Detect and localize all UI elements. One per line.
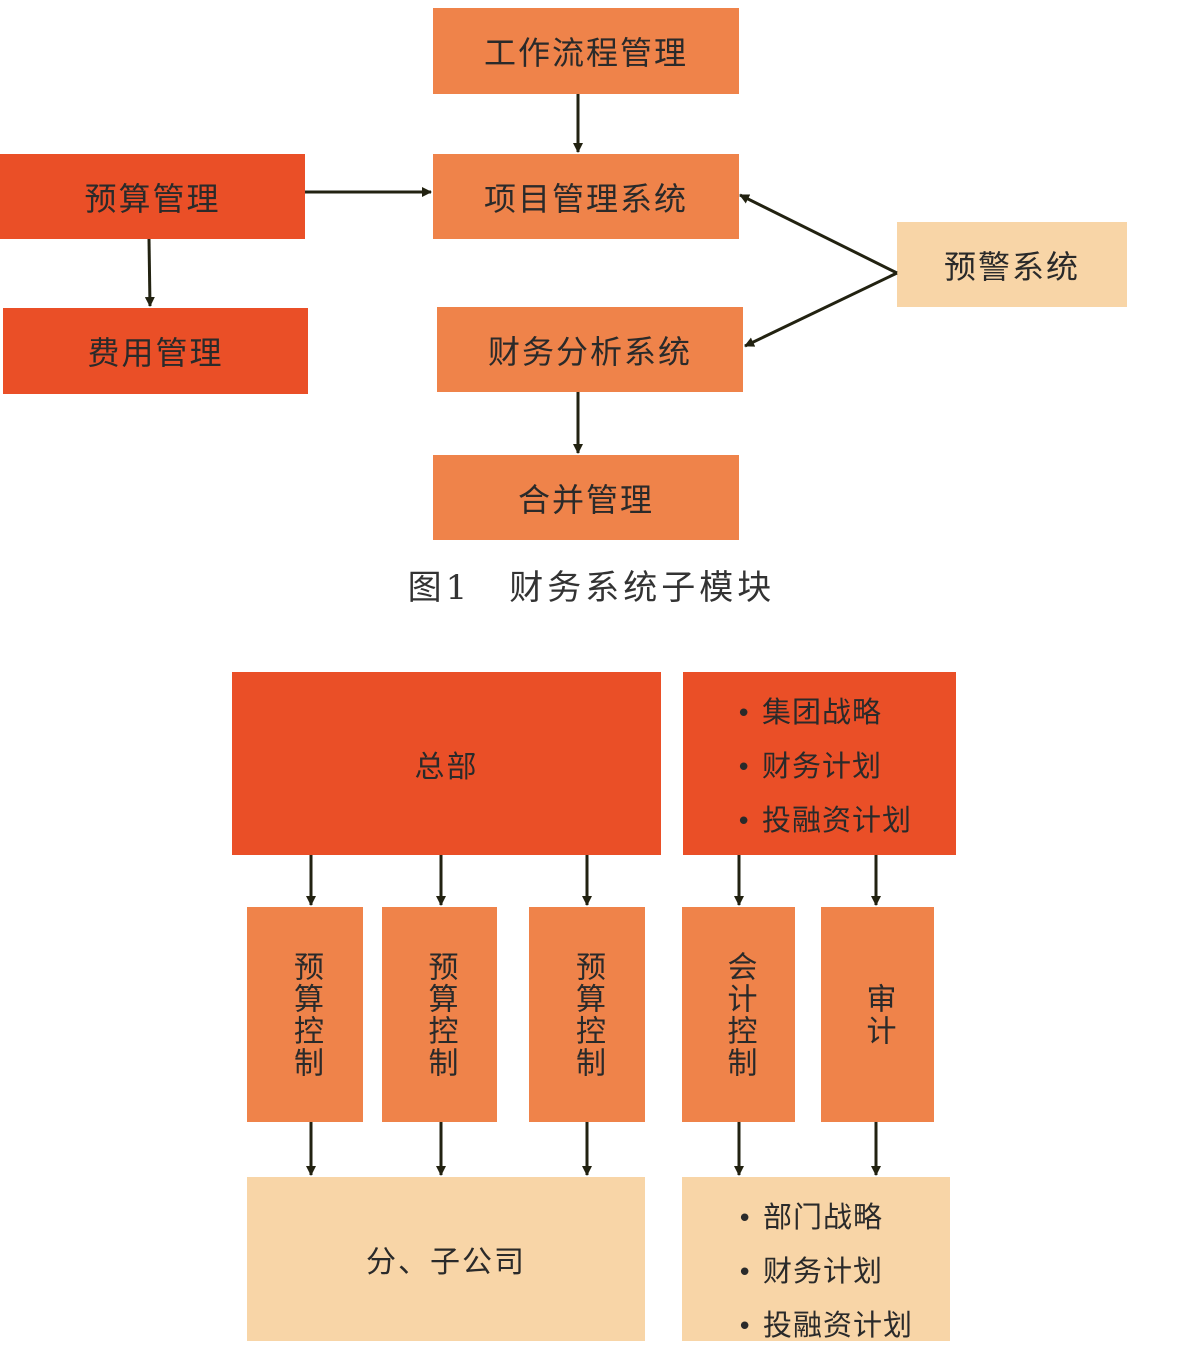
budget-control-node-2: 预算控制: [382, 907, 497, 1122]
workflow-management-node: 工作流程管理: [433, 8, 739, 94]
subsidiaries-node: 分、子公司: [247, 1177, 645, 1341]
budget-control-label-1: 预算控制: [288, 950, 323, 1079]
department-plan-list: 部门战略 财务计划 投融资计划: [737, 1190, 913, 1352]
project-management-system-label: 项目管理系统: [483, 179, 688, 218]
budget-control-label-3: 预算控制: [570, 950, 605, 1079]
list-item: 投融资计划: [737, 1298, 913, 1352]
budget-control-node-1: 预算控制: [247, 907, 363, 1122]
warning-system-node: 预警系统: [897, 222, 1127, 307]
workflow-management-label: 工作流程管理: [483, 34, 688, 72]
list-item: 财务计划: [737, 1244, 913, 1298]
subsidiaries-label: 分、子公司: [366, 1245, 526, 1280]
warning-system-label: 预警系统: [943, 247, 1080, 286]
budget-management-node: 预算管理: [0, 154, 305, 239]
audit-label: 审计: [860, 982, 896, 1047]
arrow-warning-to-project: [739, 193, 898, 275]
headquarters-label: 总部: [414, 749, 479, 785]
accounting-control-node: 会计控制: [682, 907, 795, 1122]
list-item: 财务计划: [736, 739, 912, 793]
audit-node: 审计: [821, 907, 934, 1122]
consolidation-management-label: 合并管理: [517, 480, 654, 519]
expense-management-node: 费用管理: [3, 308, 308, 394]
arrow-budget-to-expense: [144, 238, 155, 307]
budget-management-label: 预算管理: [84, 179, 221, 218]
financial-analysis-system-node: 财务分析系统: [437, 307, 743, 392]
project-management-system-node: 项目管理系统: [433, 154, 739, 239]
list-item: 部门战略: [737, 1190, 913, 1244]
arrow-warning-to-analysis: [744, 271, 898, 348]
financial-analysis-system-label: 财务分析系统: [487, 332, 692, 371]
group-plan-list: 集团战略 财务计划 投融资计划: [736, 685, 912, 847]
consolidation-management-node: 合并管理: [433, 455, 739, 540]
list-item: 投融资计划: [736, 793, 912, 847]
budget-control-label-2: 预算控制: [422, 950, 458, 1079]
accounting-control-label: 会计控制: [721, 950, 757, 1079]
headquarters-node: 总部: [232, 672, 661, 855]
expense-management-label: 费用管理: [87, 334, 224, 372]
budget-control-node-3: 预算控制: [529, 907, 645, 1122]
figure-1-caption: 图1 财务系统子模块: [407, 568, 776, 608]
list-item: 集团战略: [736, 685, 912, 739]
